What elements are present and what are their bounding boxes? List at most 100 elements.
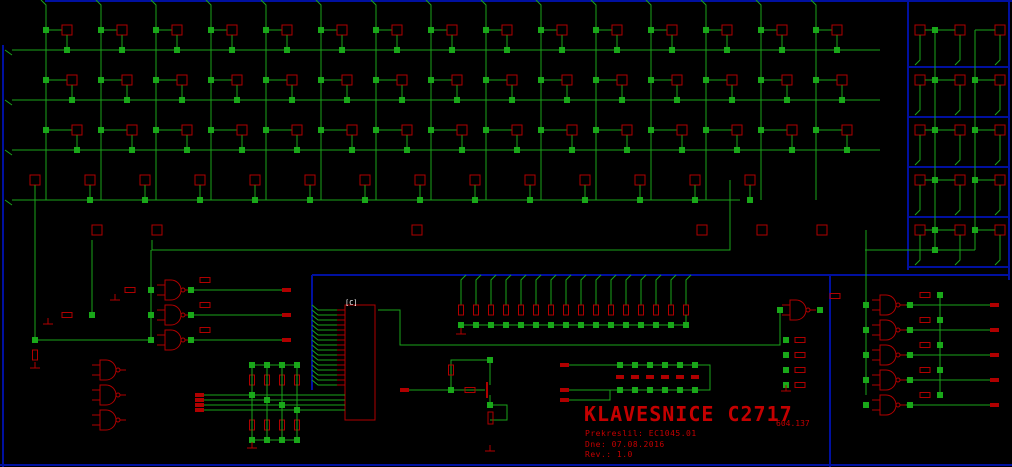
junction-dot — [624, 147, 630, 153]
junction-dot — [119, 47, 125, 53]
nand-gate — [879, 344, 897, 366]
key-switch — [634, 174, 646, 186]
resistor — [448, 364, 454, 376]
junction-dot — [229, 47, 235, 53]
junction-dot — [932, 247, 938, 253]
junction-dot — [179, 97, 185, 103]
title-block-title: KLAVESNICE C2717 — [584, 402, 793, 426]
key-switch — [451, 74, 463, 86]
row-entry — [4, 149, 13, 156]
matrix-column-line — [700, 0, 707, 200]
resistor — [653, 304, 659, 316]
junction-dot — [863, 402, 869, 408]
junction-dot — [284, 47, 290, 53]
junction-dot — [747, 197, 753, 203]
key-switch — [561, 74, 573, 86]
junction-dot — [907, 352, 913, 358]
junction-dot — [514, 147, 520, 153]
nand-bubble — [895, 327, 901, 333]
side-switch-lead — [994, 35, 1001, 66]
lower-circuit — [30, 180, 999, 452]
pullup-wire — [595, 274, 602, 305]
key-switch — [286, 74, 298, 86]
matrix-column-line — [755, 0, 762, 200]
key-switch — [281, 24, 293, 36]
junction-dot — [783, 367, 789, 373]
key-switch — [611, 24, 623, 36]
matrix-column-line — [205, 0, 212, 200]
key-switch — [954, 124, 966, 136]
connector-pin — [560, 398, 569, 402]
decoder-chip — [344, 304, 376, 421]
junction-dot — [239, 147, 245, 153]
capacitor-rails — [560, 364, 711, 391]
junction-dot — [124, 97, 130, 103]
chip-input-wire — [311, 319, 340, 326]
key-switch — [721, 24, 733, 36]
key-switch — [954, 24, 966, 36]
junction-dot — [307, 197, 313, 203]
matrix-column-line — [645, 0, 652, 200]
junction-dot — [197, 197, 203, 203]
chip-output-wire — [378, 309, 781, 346]
nand-bubble — [115, 392, 121, 398]
junction-dot — [487, 402, 493, 408]
chip-input-wire — [311, 339, 340, 346]
nand-gate — [99, 409, 117, 431]
nand-gate — [99, 384, 117, 406]
connector-pin — [282, 338, 291, 342]
chip-input-wire — [311, 379, 340, 386]
junction-dot — [249, 392, 255, 398]
pullup-wire — [505, 274, 512, 305]
junction-dot — [527, 197, 533, 203]
side-switch-lead — [954, 185, 961, 216]
junction-dot — [234, 97, 240, 103]
junction-dot — [674, 97, 680, 103]
junction-dot — [294, 407, 300, 413]
key-switch — [954, 224, 966, 236]
nand-gate — [164, 329, 182, 351]
connector-pin — [195, 393, 204, 397]
chip-input-wire — [311, 369, 340, 376]
matrix-column-line — [810, 0, 817, 200]
pullup-wire — [520, 274, 527, 305]
junction-dot — [188, 287, 194, 293]
pullup-wire — [640, 274, 647, 305]
junction-dot — [779, 47, 785, 53]
pullup-wire — [655, 274, 662, 305]
nand-bubble — [895, 377, 901, 383]
side-switch-lead — [994, 85, 1001, 116]
emitter-wire — [489, 395, 508, 421]
junction-dot — [614, 47, 620, 53]
resistor — [199, 277, 211, 283]
side-switch-lead — [994, 185, 1001, 216]
resistor — [794, 337, 806, 343]
junction-dot — [637, 197, 643, 203]
nand-gate — [164, 304, 182, 326]
pullup-wire — [565, 274, 572, 305]
pullup-wire — [475, 274, 482, 305]
key-switch — [304, 174, 316, 186]
junction-dot — [783, 337, 789, 343]
resistor — [503, 304, 509, 316]
connector-pin — [195, 398, 204, 402]
resistor — [919, 342, 931, 348]
key-switch — [841, 124, 853, 136]
key-switch — [469, 174, 481, 186]
matrix-column-line — [425, 0, 432, 200]
junction-dot — [264, 397, 270, 403]
key-switch — [914, 224, 926, 236]
row-entry — [4, 49, 13, 56]
row-entry — [4, 99, 13, 106]
connector-pin — [990, 328, 999, 332]
key-switch — [666, 24, 678, 36]
junction-dot — [692, 197, 698, 203]
junction-dot — [294, 147, 300, 153]
side-switch-lead — [954, 135, 961, 166]
junction-dot — [87, 197, 93, 203]
key-switch — [524, 174, 536, 186]
driver-wire — [151, 180, 731, 251]
key-switch — [676, 124, 688, 136]
key-switch — [731, 124, 743, 136]
key-switch — [151, 224, 163, 236]
